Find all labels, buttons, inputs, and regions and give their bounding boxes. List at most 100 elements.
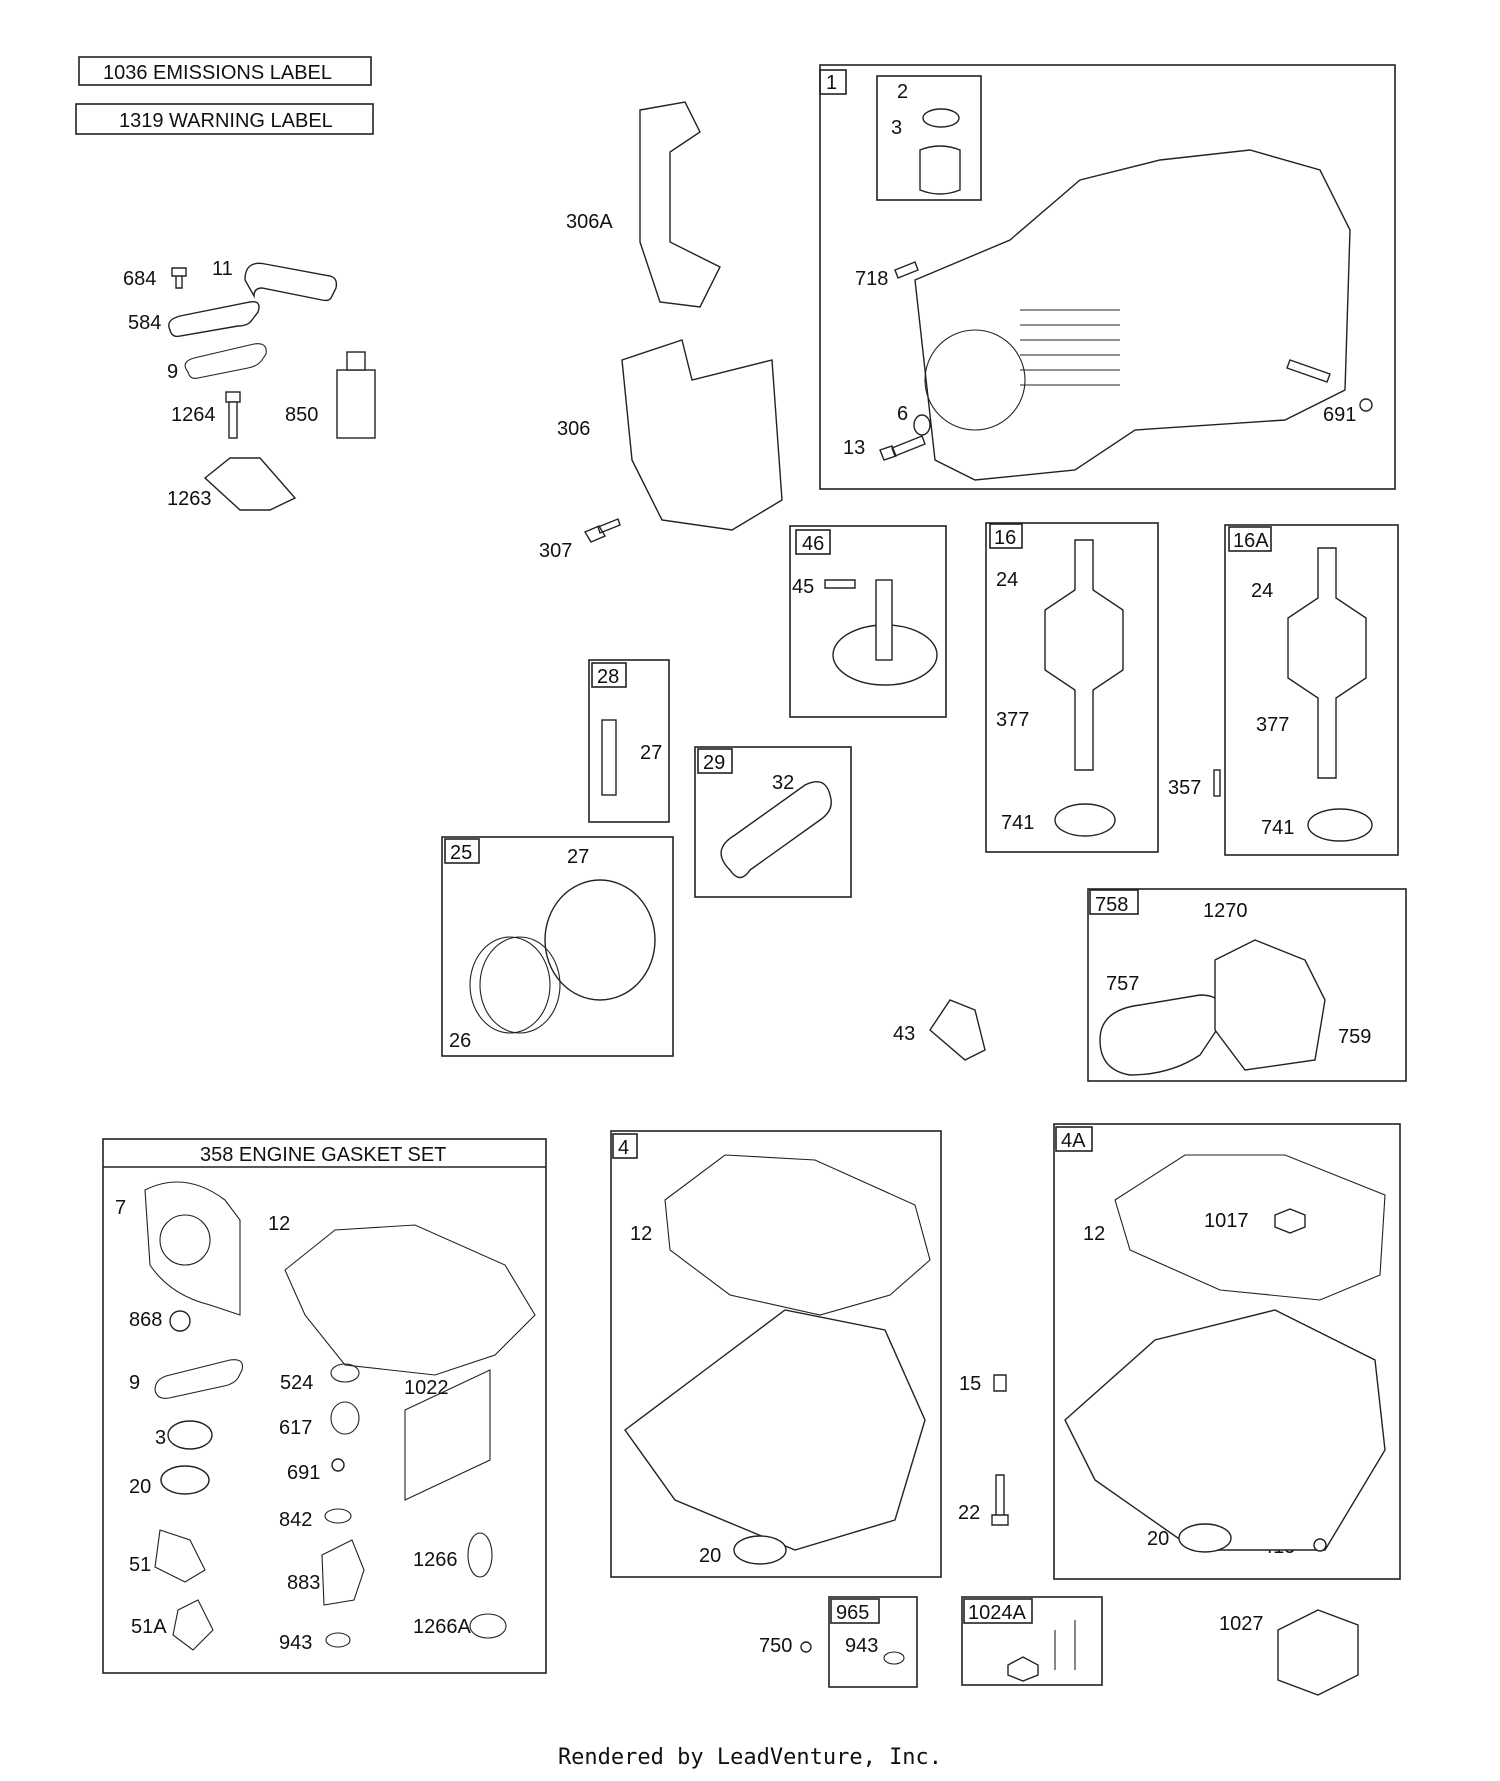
oil-pump-kit-icon [1007, 1656, 1039, 1682]
dowel-pin-icon [894, 261, 919, 279]
camshaft-icon [875, 579, 893, 661]
oil-fill-plate-icon [168, 301, 260, 338]
gasket-label-1022: 1022 [404, 1377, 449, 1399]
box-camshaft: 46 45 [789, 525, 947, 718]
box-crankshaft-16: 16 24 377 741 [985, 522, 1159, 853]
oil-seal-20-icon [160, 1465, 210, 1495]
key-357-icon [1213, 769, 1221, 797]
gasket-label-51a: 51A [131, 1616, 167, 1638]
gasket-label-691: 691 [287, 1462, 320, 1484]
box-breather: 758 1270 757 759 [1087, 888, 1407, 1082]
part-label-759: 759 [1338, 1026, 1371, 1048]
dipstick-tube-icon [244, 262, 338, 302]
part-label-750: 750 [759, 1635, 792, 1657]
sump4a-icon [1064, 1309, 1386, 1551]
screw-307-icon [583, 518, 621, 543]
box-label-29: 29 [703, 752, 725, 774]
loose-parts-bottom: 15 22 750 965 943 1024A 1027 [759, 1373, 1359, 1696]
gasket-label-883: 883 [287, 1572, 320, 1594]
oil-filter-icon [1277, 1609, 1359, 1696]
gasket-943-icon [325, 1632, 351, 1648]
box-sump-4a: 4A 12 1017 20 415 [1053, 1123, 1401, 1580]
crankshaft-icon [1044, 539, 1124, 771]
part-label-377-a: 377 [996, 709, 1029, 731]
gear-1017-icon [1274, 1208, 1306, 1234]
cylinder-block-icon [914, 149, 1351, 481]
gasket-1266-icon [467, 1532, 493, 1578]
washer-icon [913, 414, 931, 436]
gasket-label-943: 943 [279, 1632, 312, 1654]
seal-icon [922, 108, 960, 128]
screw-13-icon [879, 435, 926, 461]
part-label-943-box: 943 [845, 1635, 878, 1657]
part-label-24-b: 24 [1251, 580, 1273, 602]
part-label-741-a: 741 [1001, 812, 1034, 834]
box-sump-4: 4 12 20 [610, 1130, 942, 1578]
pin-45-icon [824, 579, 856, 589]
box-engine-gasket-set: 358 ENGINE GASKET SET 7 12 868 9 524 102… [102, 1138, 547, 1674]
part-label-1027: 1027 [1219, 1613, 1264, 1635]
gasket-label-842: 842 [279, 1509, 312, 1531]
box-label-4: 4 [618, 1137, 629, 1159]
part-label-11: 11 [212, 258, 233, 280]
gasket-51-icon [154, 1529, 206, 1583]
sump-gasket-icon [664, 1154, 931, 1316]
part-label-1263: 1263 [167, 488, 212, 510]
sump4a-gasket-icon [1114, 1154, 1386, 1301]
box-label-16: 16 [994, 527, 1016, 549]
gasket-label-524: 524 [280, 1372, 313, 1394]
sump-icon [624, 1309, 926, 1551]
part-label-13: 13 [843, 437, 865, 459]
part-label-27-a: 27 [640, 742, 662, 764]
box-cylinder-assembly: 1 2 3 718 6 13 552 691 [819, 64, 1396, 490]
plug-691-icon [1359, 398, 1373, 412]
box-label-1: 1 [826, 72, 837, 94]
connecting-rod-icon [720, 781, 832, 879]
oil-seal-sump-icon [733, 1535, 787, 1565]
oil-seal-sump4a-icon [1178, 1523, 1232, 1553]
gasket-label-1266a: 1266A [413, 1616, 471, 1638]
gasket-label-617: 617 [279, 1417, 312, 1439]
seal-868-icon [169, 1310, 191, 1332]
drain-plug-icon [991, 1474, 1009, 1526]
gasket-label-7: 7 [115, 1197, 126, 1219]
part-label-306a: 306A [566, 211, 613, 233]
gasket-label-868: 868 [129, 1309, 162, 1331]
part-label-15: 15 [959, 1373, 981, 1395]
box-label-16a: 16A [1233, 530, 1269, 552]
oring-617-icon [330, 1401, 360, 1435]
sealant-tube-icon [336, 351, 376, 439]
emissions-label-box: 1036 EMISSIONS LABEL [78, 56, 372, 86]
sump4a-label-12: 12 [1083, 1223, 1105, 1245]
box-label-46: 46 [802, 533, 824, 555]
sump4a-label-1017: 1017 [1204, 1210, 1249, 1232]
footer-rendered-by: Rendered by LeadVenture, Inc. [557, 1745, 943, 1770]
gasket-label-20: 20 [129, 1476, 151, 1498]
part-label-6: 6 [897, 403, 908, 425]
box-label-1024a: 1024A [968, 1602, 1026, 1624]
part-label-684: 684 [123, 268, 156, 290]
gasket-9-icon [154, 1359, 244, 1399]
air-guide-lower-icon [621, 339, 783, 531]
gasket-883-icon [321, 1539, 365, 1606]
warning-label-box: 1319 WARNING LABEL [75, 103, 374, 135]
part-label-22: 22 [958, 1502, 980, 1524]
governor-icon [929, 999, 986, 1061]
gasket-51a-icon [172, 1599, 214, 1651]
part-label-32: 32 [772, 772, 794, 794]
box-connecting-rod: 29 32 [694, 746, 852, 898]
part-label-357: 357 [1168, 777, 1201, 799]
base-gasket-icon [284, 1224, 536, 1376]
breather-gasket-icon [1099, 994, 1224, 1076]
part-label-27-b: 27 [567, 846, 589, 868]
plug-15-icon [993, 1374, 1007, 1392]
sump-label-20: 20 [699, 1545, 721, 1567]
gasket-label-1266: 1266 [413, 1549, 458, 1571]
plug-750-icon [800, 1641, 812, 1653]
part-label-45: 45 [792, 576, 814, 598]
oring-524-icon [330, 1363, 360, 1383]
box-label-25: 25 [450, 842, 472, 864]
air-guide-upper-icon [639, 101, 721, 308]
part-label-584: 584 [128, 312, 161, 334]
